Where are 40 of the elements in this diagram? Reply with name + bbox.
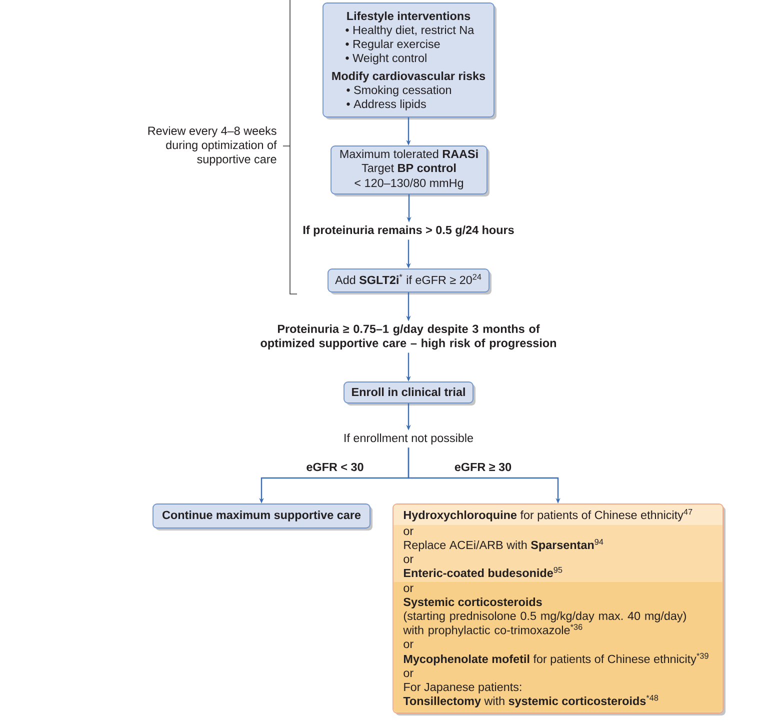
box-text: Add SGLT2i$^{*}$ if eGFR ≥ 20$^{24}$ <box>335 274 482 284</box>
or-text: or <box>404 556 414 564</box>
bullet-item: • Smoking cessation <box>346 86 451 96</box>
or-text: or <box>404 670 414 678</box>
condition-text: If enrollment not possible <box>344 434 473 444</box>
option-text: Mycophenolate mofetil for patients of Chinese ethnicity$^{*39}$ <box>404 652 708 666</box>
condition-text: If proteinuria remains > 0.5 g/24 hours <box>303 226 514 236</box>
or-text: or <box>404 642 414 648</box>
option-text: Systemic corticosteroids <box>404 598 542 608</box>
box-heading: Modify cardiovascular risks <box>332 72 486 82</box>
process-box <box>330 146 490 196</box>
option-text: Replace ACEi/ARB with Sparsentan$^{94}$ <box>404 538 604 552</box>
box-text: Enroll in clinical trial <box>352 388 465 396</box>
or-text: or <box>404 528 414 536</box>
process-box <box>344 382 476 406</box>
or-text: or <box>404 586 414 592</box>
process-box <box>322 2 496 120</box>
bullet-item: • Regular exercise <box>346 40 440 50</box>
box-text: < 120–130/80 mmHg <box>354 178 464 190</box>
box-text: Continue maximum supportive care <box>162 510 361 522</box>
edge-label: eGFR ≥ 30 <box>453 462 513 472</box>
process-box <box>328 268 492 294</box>
note-text: Review every 4–8 weeks during optimization of supportive care <box>148 126 277 166</box>
option-text: (starting prednisolone 0.5 mg/kg/day max. 40 mg/day) with prophylactic co-trimoxazole$^{*36}$ <box>403 611 686 637</box>
process-box <box>152 504 372 530</box>
option-text: Tonsillectomy with systemic corticosteroids$^{*48}$ <box>403 694 658 708</box>
shaded-band <box>394 504 722 525</box>
box-text: Maximum tolerated RAASi <box>340 150 478 158</box>
condition-text: Proteinuria ≥ 0.75–1 g/day despite 3 months of optimized supportive care – high risk of progression <box>260 324 556 350</box>
option-text: For Japanese patients: <box>404 682 522 694</box>
shaded-band <box>394 582 722 712</box>
box-text: Target BP control <box>362 164 456 174</box>
option-text: Enteric-coated budesonide$^{95}$ <box>404 566 562 578</box>
bullet-item: • Healthy diet, restrict Na <box>346 26 474 36</box>
bullet-item: • Weight control <box>346 54 426 64</box>
edge-label: eGFR < 30 <box>305 462 365 472</box>
option-text: Hydroxychloroquine for patients of Chinese ethnicity$^{47}$ <box>404 509 692 522</box>
shaded-band <box>394 525 722 582</box>
box-heading: Lifestyle interventions <box>347 12 470 22</box>
bullet-item: • Address lipids <box>346 100 426 110</box>
